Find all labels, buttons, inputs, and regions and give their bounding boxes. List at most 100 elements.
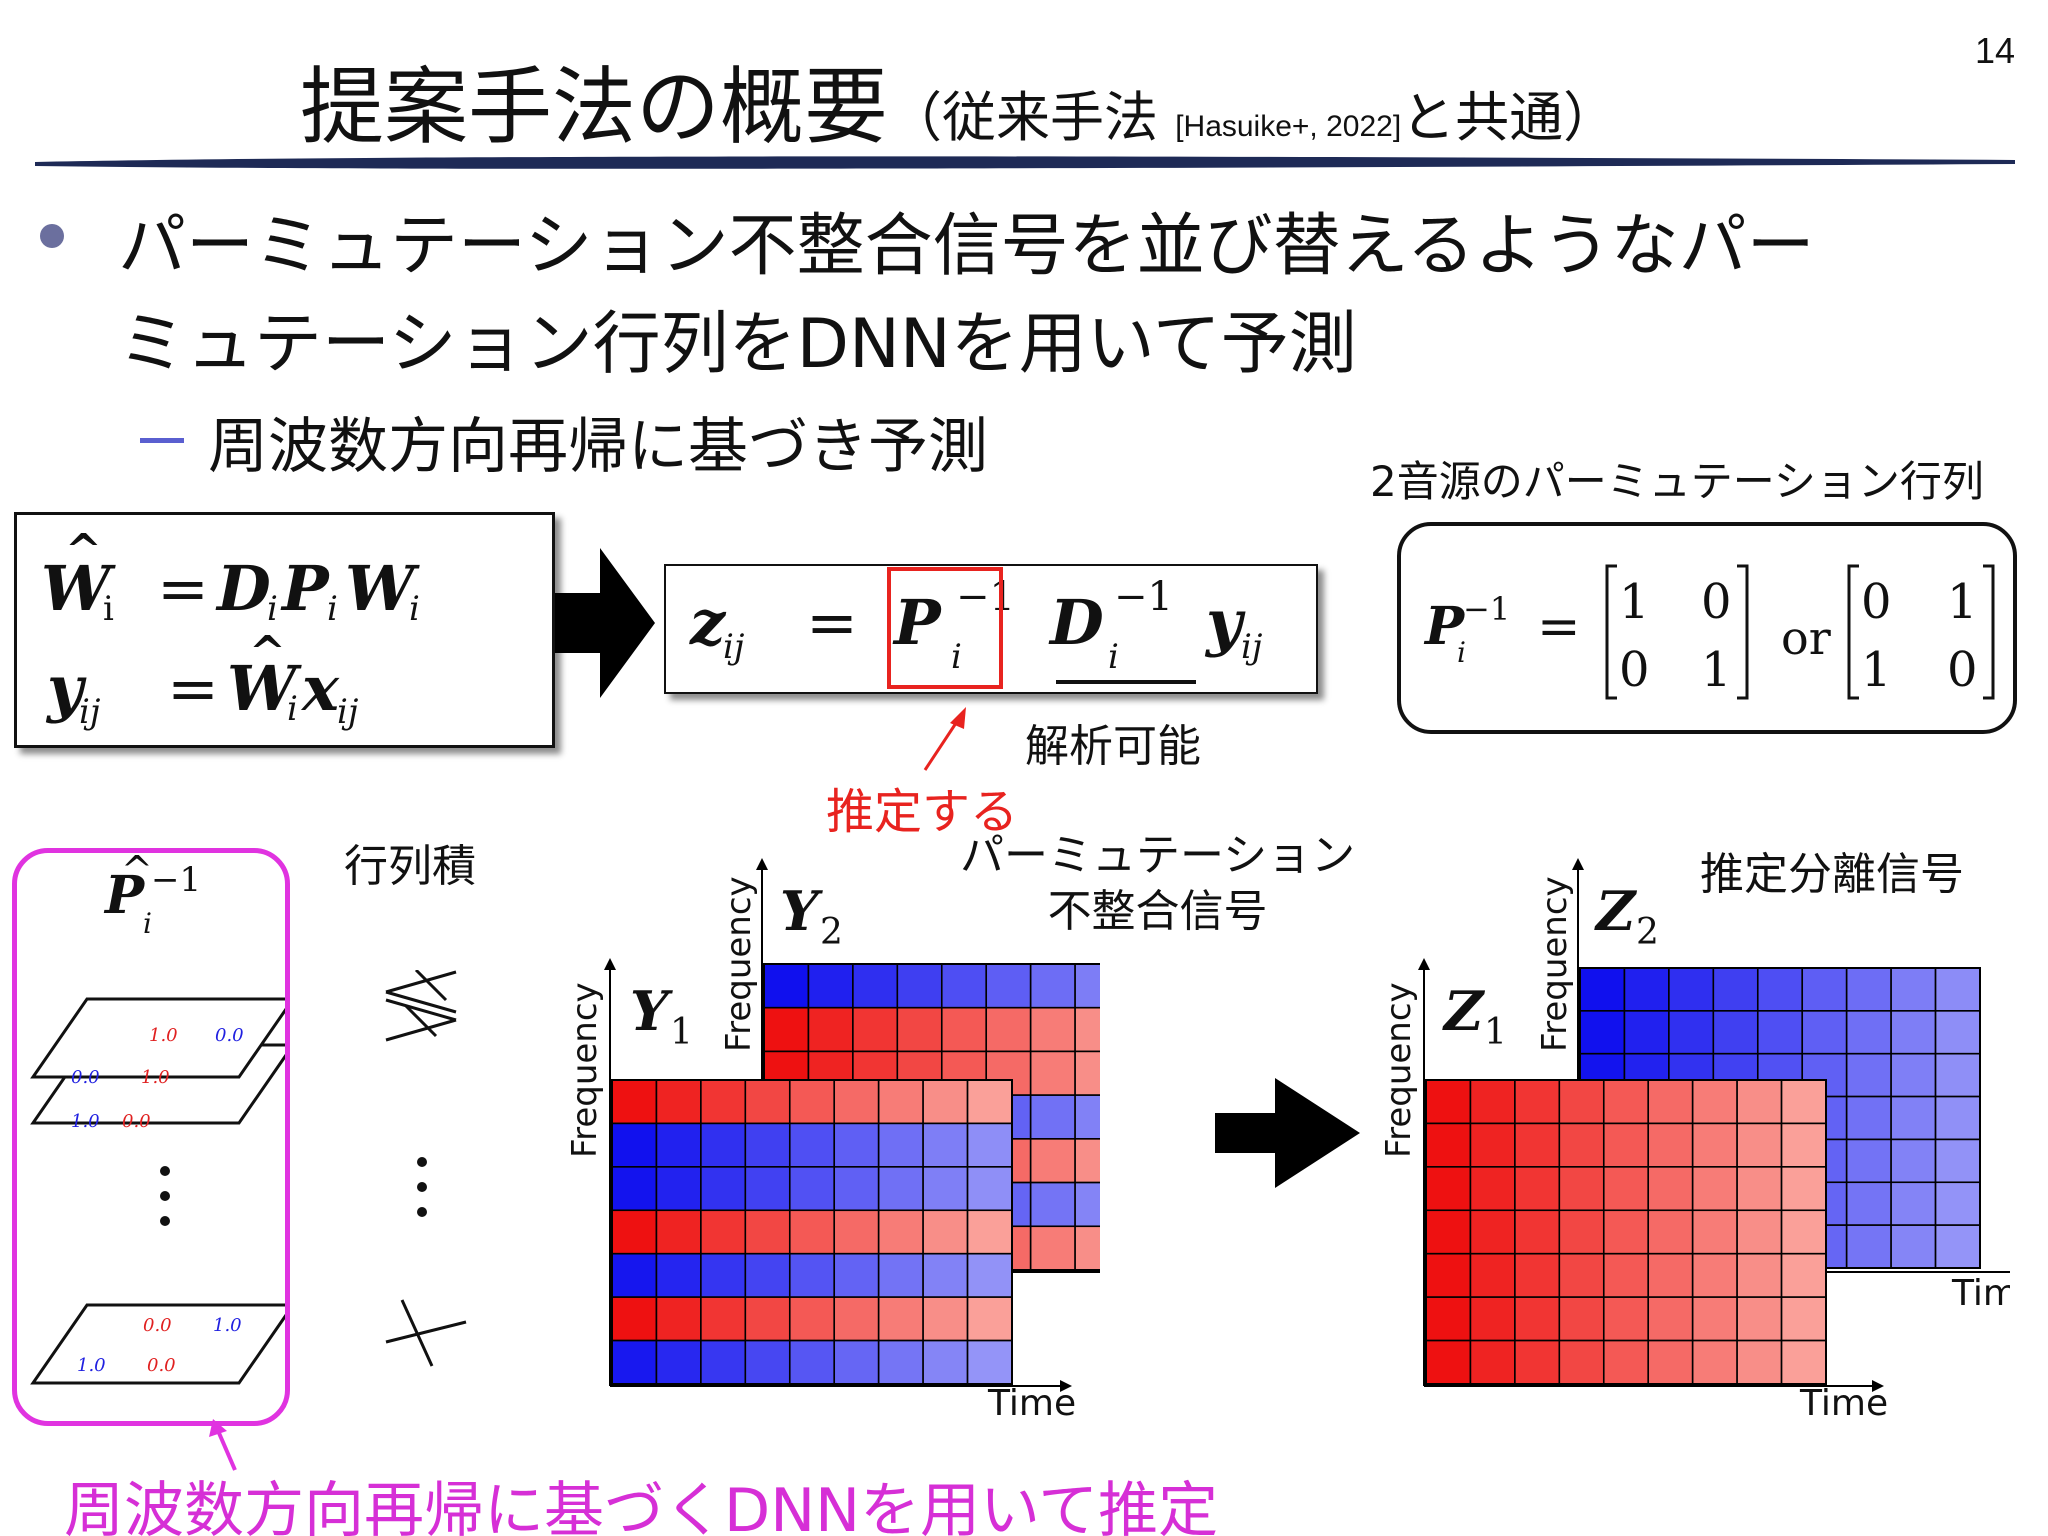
y1-symbol-sub: 1 (670, 1012, 693, 1053)
spectrogram-cell (1780, 1166, 1827, 1212)
spectrogram-cell (1029, 1006, 1076, 1053)
spectrogram-cell (700, 1166, 747, 1212)
spectrogram-cell (1780, 1079, 1827, 1125)
y2-frequency-label: Frequency (719, 876, 759, 1052)
spectrogram-cell (788, 1209, 836, 1255)
spectrogram-cell (1845, 1010, 1892, 1055)
svg-text:=: = (157, 552, 209, 625)
svg-text:x: x (300, 652, 340, 725)
sub-bullet: 周波数方向再帰に基づき予測 (208, 412, 988, 482)
z1-axes (1418, 958, 1884, 1392)
spectrogram-cell (1780, 1122, 1827, 1168)
spectrogram-cell (1623, 1010, 1670, 1055)
spectrogram-cell (1469, 1166, 1516, 1212)
spectrogram-cell (744, 1296, 791, 1342)
spectrogram-cell (877, 1252, 924, 1298)
plane-val: 1.0 (149, 1025, 178, 1046)
spectrogram-cell (807, 963, 854, 1009)
spectrogram-cell (1736, 1339, 1783, 1385)
spectrogram-cell (1845, 1052, 1892, 1098)
plane-val: 0.0 (215, 1025, 244, 1046)
spectrogram-cell (1736, 1166, 1783, 1212)
spectrogram-cell (1602, 1166, 1650, 1212)
spectrogram-cell (877, 1209, 924, 1255)
svg-text:=: = (167, 652, 219, 725)
svg-text:D: D (215, 552, 271, 625)
spectrogram-cell (655, 1166, 702, 1212)
spectrogram-cell (852, 963, 899, 1009)
spectrogram-cell (1934, 967, 1981, 1012)
equation-box-2: z ij = P −1 i D −1 i y ij (664, 564, 1318, 694)
spectrogram-cell (922, 1296, 969, 1342)
spectrogram-cell (744, 1166, 791, 1212)
spectrogram-cell (744, 1209, 791, 1255)
spectrogram-cell (788, 1252, 836, 1298)
spectrogram-cell (922, 1339, 969, 1385)
spectrogram-border (611, 1079, 1013, 1385)
svg-text:−1: −1 (1463, 590, 1510, 628)
spectrogram-cell (1514, 1079, 1561, 1125)
spectrogram-cell (744, 1339, 791, 1385)
separated-signal-label: 推定分離信号 (1700, 849, 1964, 900)
plane-val: 1.0 (71, 1111, 100, 1132)
spectrogram-cell (833, 1339, 880, 1385)
spectrogram-cell (1425, 1209, 1472, 1255)
spectrogram-cell (1736, 1296, 1783, 1342)
svg-text:i: i (267, 589, 278, 629)
spectrogram-cell (1074, 1181, 1100, 1228)
svg-text:ij: ij (337, 692, 359, 732)
spectrogram-cell (1029, 1050, 1076, 1096)
mismatched-line1: パーミュテーション (960, 830, 1356, 881)
spectrogram-cell (1469, 1209, 1516, 1255)
separated-spectrograms: TimeFrequencyZ2TimeFrequencyZ1 (1379, 858, 2010, 1424)
spectrogram-cell (1647, 1079, 1694, 1125)
spectrogram-cell (1934, 1224, 1981, 1269)
spectrogram-cell (1029, 963, 1076, 1009)
spectrogram-cell (611, 1252, 658, 1298)
bullet-dot (40, 224, 64, 248)
spectrogram-cell (1890, 1138, 1937, 1184)
spectrogram-cell (1558, 1166, 1605, 1212)
spectrogram-cell (1514, 1166, 1561, 1212)
plane-val: 1.0 (213, 1315, 242, 1336)
spectrogram-cell (1514, 1252, 1561, 1298)
spectrogram-cell (833, 1122, 880, 1168)
equation-box-1: W ^ i = D i P i W i y ij = W ^ i x ij (14, 512, 555, 748)
spectrogram-cell (1602, 1209, 1650, 1255)
spectrogram-cell (1074, 1006, 1100, 1053)
arrow-right-icon-2 (1215, 1078, 1360, 1188)
spectrogram-cell (788, 1122, 836, 1168)
y1-frequency-label: Frequency (565, 982, 605, 1158)
svg-text:−1: −1 (151, 860, 201, 900)
spectrogram-cell (1890, 1095, 1937, 1141)
spectrogram-cell (1469, 1122, 1516, 1168)
spectrogram-cell (1074, 1050, 1100, 1096)
plane-val: 1.0 (77, 1355, 106, 1376)
spectrogram-cell (896, 1006, 943, 1053)
title-main: 提案手法の概要 (300, 58, 889, 156)
title-sub-open: （従来手法 (888, 86, 1176, 149)
spectrogram-cell (611, 1339, 658, 1385)
spectrogram-cell (1514, 1296, 1561, 1342)
z1-symbol: Z (1442, 979, 1486, 1043)
spectrogram-cell (1890, 967, 1937, 1012)
spectrogram-cell (1029, 1138, 1076, 1184)
spectrogram-cell (611, 1296, 658, 1342)
svg-text:P: P (892, 586, 943, 659)
svg-text:i: i (327, 589, 338, 629)
y1-time-label: Time (987, 1383, 1076, 1424)
svg-text:P: P (103, 865, 146, 926)
spectrogram-cell (966, 1079, 1013, 1125)
spectrogram-cell (922, 1079, 969, 1125)
z1-frequency-label: Frequency (1379, 982, 1419, 1158)
svg-text:ij: ij (723, 627, 745, 667)
perm-planes-box: P ^ −1 i 1.0 0.0 1.0 0.0 0.0 1.0 0.0 1.0… (12, 848, 296, 1426)
spectrogram-cell (1756, 1010, 1804, 1055)
spectrogram-cell (922, 1252, 969, 1298)
plane-val: 0.0 (147, 1355, 176, 1376)
svg-text:^: ^ (65, 525, 102, 576)
spectrogram-cell (1579, 967, 1626, 1012)
spectrogram-cell (1514, 1122, 1561, 1168)
spectrogram-cell (1558, 1122, 1605, 1168)
spectrogram-cell (1845, 967, 1892, 1012)
